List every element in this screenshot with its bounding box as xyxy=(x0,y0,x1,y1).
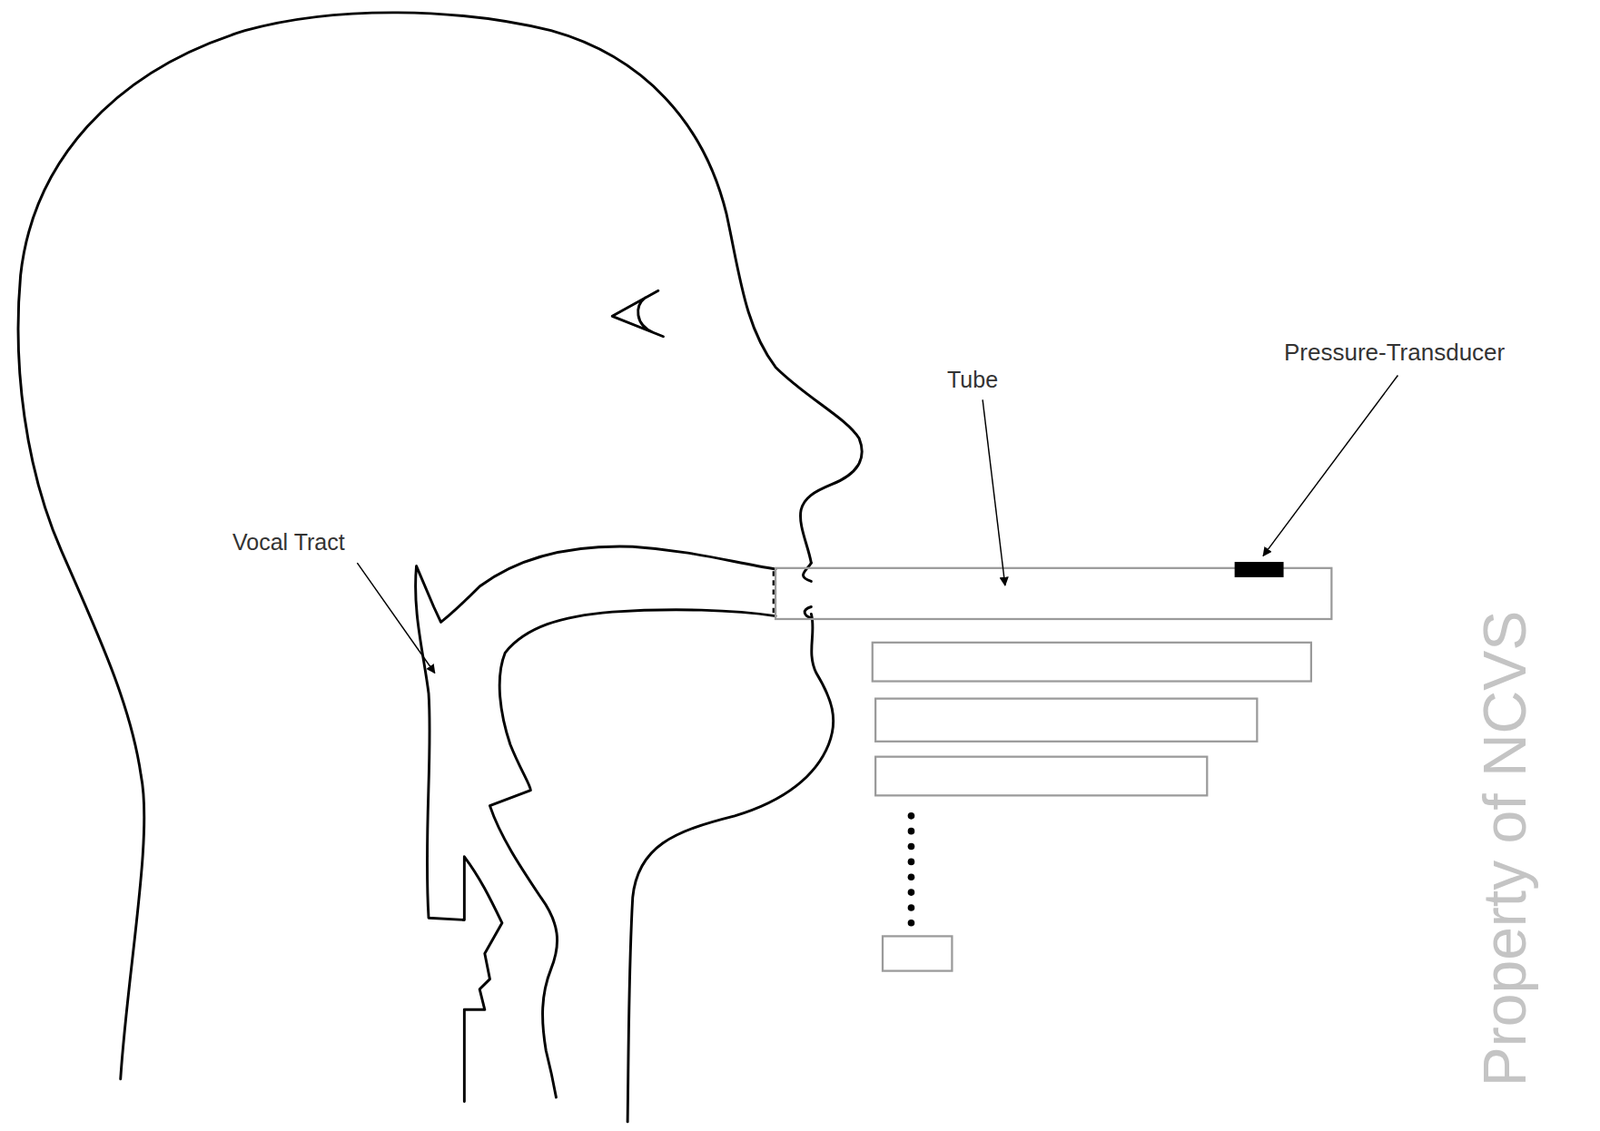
leader-line xyxy=(1263,375,1398,556)
part-label: Vocal Tract xyxy=(232,530,346,556)
eye xyxy=(612,290,663,337)
lip-opening xyxy=(772,571,775,616)
watermark: Property of NCVS xyxy=(1471,611,1539,1088)
leader-line xyxy=(982,399,1006,585)
continuation-dots xyxy=(908,812,916,928)
vocal-tract-lower-wall xyxy=(489,610,776,1098)
tube-section xyxy=(872,642,1312,682)
lips-lower xyxy=(804,607,811,619)
part-label: Tube xyxy=(947,367,998,394)
tube-section xyxy=(875,699,1257,742)
pressure-transducer xyxy=(1234,562,1284,578)
lips-upper xyxy=(802,562,811,582)
tube-section xyxy=(882,936,952,971)
vocal-tract-upper-wall xyxy=(415,546,776,1102)
tube-section xyxy=(875,757,1207,797)
part-label: Pressure-Transducer xyxy=(1283,339,1505,366)
chin-neck-outline xyxy=(627,613,834,1123)
leader-line xyxy=(356,562,435,673)
